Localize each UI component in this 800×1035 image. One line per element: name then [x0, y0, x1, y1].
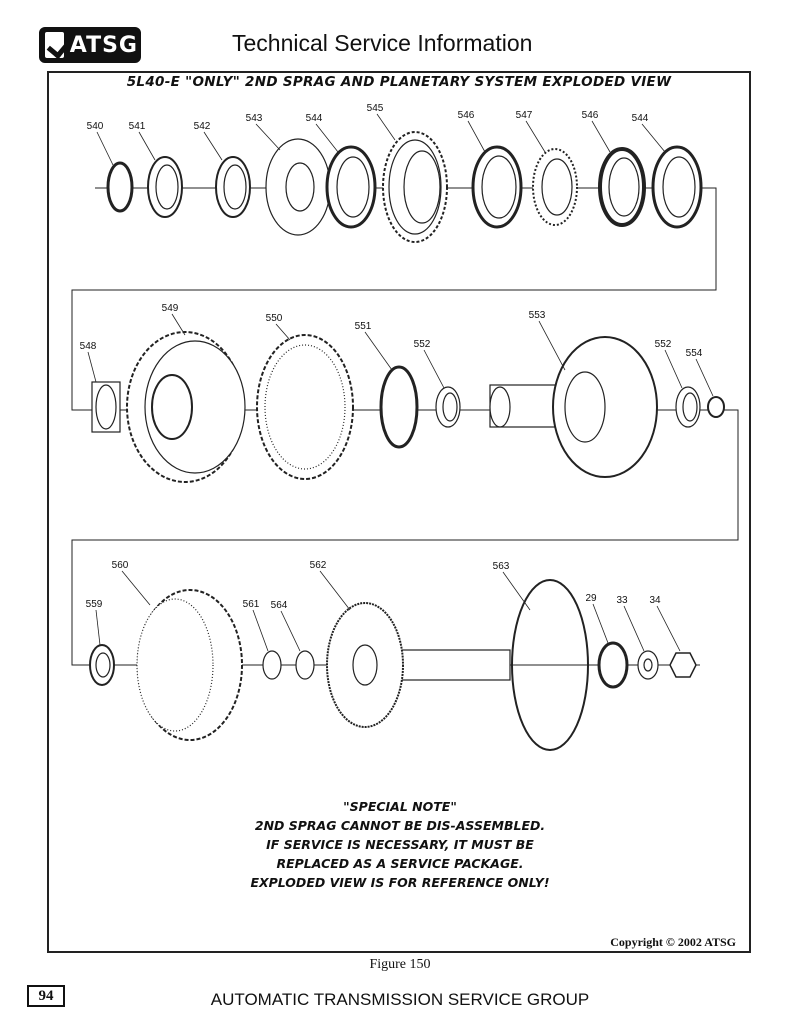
part-549-clutch-drum: [126, 331, 246, 483]
row3-parts: [89, 579, 697, 751]
checkmark-icon: [45, 32, 64, 58]
label: 564: [271, 600, 288, 611]
label: 560: [112, 560, 129, 571]
label: 29: [585, 593, 597, 604]
logo-text: ATSG: [69, 32, 138, 58]
part-560-drum: [136, 589, 243, 741]
part-548-bushing: [91, 381, 121, 433]
part-563-snap-ring: [511, 579, 589, 751]
part-552-bushing-b: [675, 386, 701, 428]
label: 541: [129, 121, 146, 132]
part-553-planetary-carrier: [489, 336, 658, 478]
part-552-bushing: [435, 386, 461, 428]
figure-frame: [47, 71, 751, 953]
part-559-washer: [89, 644, 115, 686]
row2-parts: [91, 331, 725, 483]
part-540-snap-ring: [106, 161, 134, 213]
label: 554: [686, 348, 703, 359]
atsg-logo: ATSG: [39, 27, 141, 63]
label: 542: [194, 121, 211, 132]
part-544-plate: [325, 145, 377, 229]
label: 547: [516, 110, 533, 121]
figure-title: 5L40-E "ONLY" 2ND SPRAG AND PLANETARY SY…: [126, 74, 672, 90]
note-line: 2ND SPRAG CANNOT BE DIS-ASSEMBLED.: [254, 818, 546, 833]
part-543-washer: [265, 138, 331, 236]
part-33-washer: [637, 650, 659, 680]
label: 563: [493, 561, 510, 572]
row1-parts: [106, 131, 703, 243]
label: 544: [632, 113, 649, 124]
page-number: 94: [27, 985, 65, 1007]
label: 559: [86, 599, 103, 610]
part-550-ring-gear: [256, 334, 354, 480]
part-542-bearing: [215, 156, 251, 218]
part-29-snap-ring: [597, 641, 629, 689]
label: 561: [243, 599, 260, 610]
label: 546: [458, 110, 475, 121]
figure-caption: Figure 150: [369, 957, 431, 972]
part-547-sprag: [532, 148, 578, 226]
label: 548: [80, 341, 97, 352]
label: 553: [529, 310, 546, 321]
part-541-bearing: [147, 156, 183, 218]
leader-lines: [87, 113, 714, 652]
part-labels: 540 541 542 543 544 545 546 547 546 544 …: [80, 103, 703, 611]
footer-text: AUTOMATIC TRANSMISSION SERVICE GROUP: [210, 990, 590, 1009]
label: 552: [414, 339, 431, 350]
label: 549: [162, 303, 179, 314]
label: 552: [655, 339, 672, 350]
label: 543: [246, 113, 263, 124]
part-544-plate-b: [651, 145, 703, 229]
part-554-bearing: [707, 396, 725, 418]
part-561-bushing: [262, 650, 282, 680]
note-line: IF SERVICE IS NECESSARY, IT MUST BE: [266, 837, 534, 852]
note-line: EXPLODED VIEW IS FOR REFERENCE ONLY!: [250, 875, 550, 890]
part-546-plate: [471, 145, 523, 229]
label: 544: [306, 113, 323, 124]
part-551-washer: [379, 365, 419, 449]
part-34-nut: [669, 652, 697, 678]
label: 562: [310, 560, 327, 571]
note-line: REPLACED AS A SERVICE PACKAGE.: [276, 856, 524, 871]
page-header-title: Technical Service Information: [232, 30, 533, 56]
copyright: Copyright © 2002 ATSG: [610, 935, 736, 949]
label: 546: [582, 110, 599, 121]
note-line: "SPECIAL NOTE": [343, 799, 457, 814]
label: 550: [266, 313, 283, 324]
label: 551: [355, 321, 372, 332]
special-note: "SPECIAL NOTE" 2ND SPRAG CANNOT BE DIS-A…: [240, 797, 560, 892]
part-545-sprag-race: [382, 131, 448, 243]
part-564-bushing: [295, 650, 315, 680]
label: 34: [649, 595, 661, 606]
label: 545: [367, 103, 384, 114]
part-546-plate-b: [598, 147, 646, 227]
label: 33: [616, 595, 628, 606]
label: 540: [87, 121, 104, 132]
part-562-output-shaft: [326, 602, 511, 728]
